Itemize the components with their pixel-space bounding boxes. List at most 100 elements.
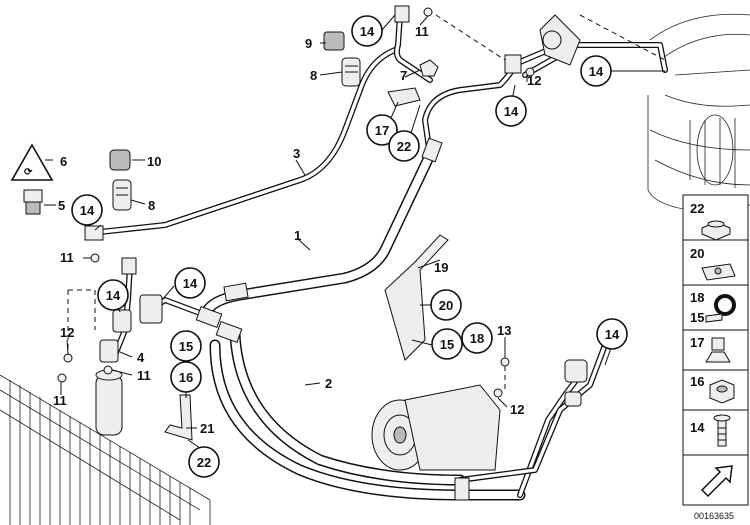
svg-text:15: 15 xyxy=(440,337,454,352)
callout-9: 9 xyxy=(305,36,312,51)
callout-15: 15 xyxy=(431,328,463,360)
callout-15: 15 xyxy=(170,330,202,362)
pipe-3 xyxy=(97,47,398,235)
callout-10: 10 xyxy=(147,154,161,169)
callout-11: 11 xyxy=(137,368,151,383)
svg-text:13: 13 xyxy=(497,323,511,338)
o-ring xyxy=(423,7,433,17)
leader-lines xyxy=(44,14,666,449)
muffler xyxy=(564,359,588,407)
callout-3: 3 xyxy=(293,146,300,161)
pipe-fitting xyxy=(121,257,137,275)
svg-text:21: 21 xyxy=(200,421,214,436)
svg-text:14: 14 xyxy=(106,288,121,303)
svg-text:14: 14 xyxy=(80,203,95,218)
svg-text:8: 8 xyxy=(310,68,317,83)
svg-text:2: 2 xyxy=(325,376,332,391)
hose-fitting xyxy=(223,282,249,302)
callout-11: 11 xyxy=(415,24,429,39)
callout-14: 14 xyxy=(351,15,383,47)
callout-14: 14 xyxy=(71,194,103,226)
svg-text:14: 14 xyxy=(360,24,375,39)
pipe-fitting xyxy=(84,225,104,241)
callout-22: 22 xyxy=(388,130,420,162)
svg-text:14: 14 xyxy=(183,276,198,291)
callout-12: 12 xyxy=(510,402,524,417)
document-id: 00163635 xyxy=(694,511,734,521)
svg-text:14: 14 xyxy=(589,64,604,79)
callout-5: 5 xyxy=(58,198,65,213)
pipe-fitting xyxy=(394,5,410,23)
callout-4: 4 xyxy=(137,350,145,365)
legend-label: 18 xyxy=(690,290,704,305)
svg-text:4: 4 xyxy=(137,350,145,365)
svg-text:14: 14 xyxy=(504,104,519,119)
legend-label: 16 xyxy=(690,374,704,389)
callout-21: 21 xyxy=(200,421,214,436)
hose-1 xyxy=(199,149,436,321)
legend-label: 15 xyxy=(690,310,704,325)
svg-text:9: 9 xyxy=(305,36,312,51)
callout-14: 14 xyxy=(580,55,612,87)
callout-18: 18 xyxy=(461,322,493,354)
svg-text:14: 14 xyxy=(605,327,620,342)
callout-14: 14 xyxy=(596,318,628,350)
parts-legend: 22 20 18 15 17 16 14 xyxy=(682,194,749,506)
pressure-sensor-5 xyxy=(23,189,43,215)
callout-11: 11 xyxy=(60,250,74,265)
receiver-drier xyxy=(95,369,123,436)
hose-fitting xyxy=(195,306,223,328)
nut-7 xyxy=(419,59,439,77)
arrow-icon xyxy=(700,465,733,498)
o-ring xyxy=(525,67,535,77)
svg-text:⟳: ⟳ xyxy=(24,167,33,178)
legend-label: 22 xyxy=(690,201,704,216)
svg-text:11: 11 xyxy=(60,250,74,265)
svg-text:5: 5 xyxy=(58,198,65,213)
callout-8: 8 xyxy=(148,198,155,213)
callout-1: 1 xyxy=(294,228,301,243)
bracket-19 xyxy=(384,234,449,361)
callout-13: 13 xyxy=(497,323,511,338)
callout-2: 2 xyxy=(325,376,332,391)
callout-14: 14 xyxy=(495,95,527,127)
legend-label: 20 xyxy=(690,246,704,261)
condenser xyxy=(0,374,211,525)
service-valve-8-left xyxy=(112,179,132,211)
svg-text:8: 8 xyxy=(148,198,155,213)
callout-17: 17 xyxy=(366,114,398,146)
svg-text:12: 12 xyxy=(60,325,74,340)
hose-clamp-icon xyxy=(705,294,736,323)
warning-label-6: ⟳ xyxy=(10,143,54,181)
svg-text:19: 19 xyxy=(434,260,448,275)
svg-text:11: 11 xyxy=(415,24,429,39)
nut-icon xyxy=(701,220,731,241)
clamp-17 xyxy=(387,87,421,107)
svg-text:1: 1 xyxy=(294,228,301,243)
bracket-21 xyxy=(164,394,193,441)
svg-text:11: 11 xyxy=(53,393,67,408)
valve-cap-10 xyxy=(109,149,131,171)
bolt-icon xyxy=(713,414,731,447)
o-ring xyxy=(500,357,510,367)
svg-text:22: 22 xyxy=(197,455,211,470)
expansion-valve xyxy=(539,14,581,66)
o-ring xyxy=(493,388,503,398)
callout-14: 14 xyxy=(174,267,206,299)
evaporator-housing xyxy=(647,13,750,211)
callout-12: 12 xyxy=(527,73,541,88)
callout-7: 7 xyxy=(400,68,407,83)
svg-text:12: 12 xyxy=(527,73,541,88)
svg-text:12: 12 xyxy=(510,402,524,417)
svg-text:16: 16 xyxy=(179,370,193,385)
svg-text:10: 10 xyxy=(147,154,161,169)
callout-14: 14 xyxy=(97,279,129,311)
valve-cap-9 xyxy=(323,31,345,51)
o-ring xyxy=(103,365,113,375)
hose-fitting xyxy=(421,137,443,163)
o-ring xyxy=(57,373,67,383)
callout-11: 11 xyxy=(53,393,67,408)
legend-label: 14 xyxy=(690,420,705,435)
svg-text:17: 17 xyxy=(375,123,389,138)
pipe-lower-right xyxy=(457,342,608,498)
